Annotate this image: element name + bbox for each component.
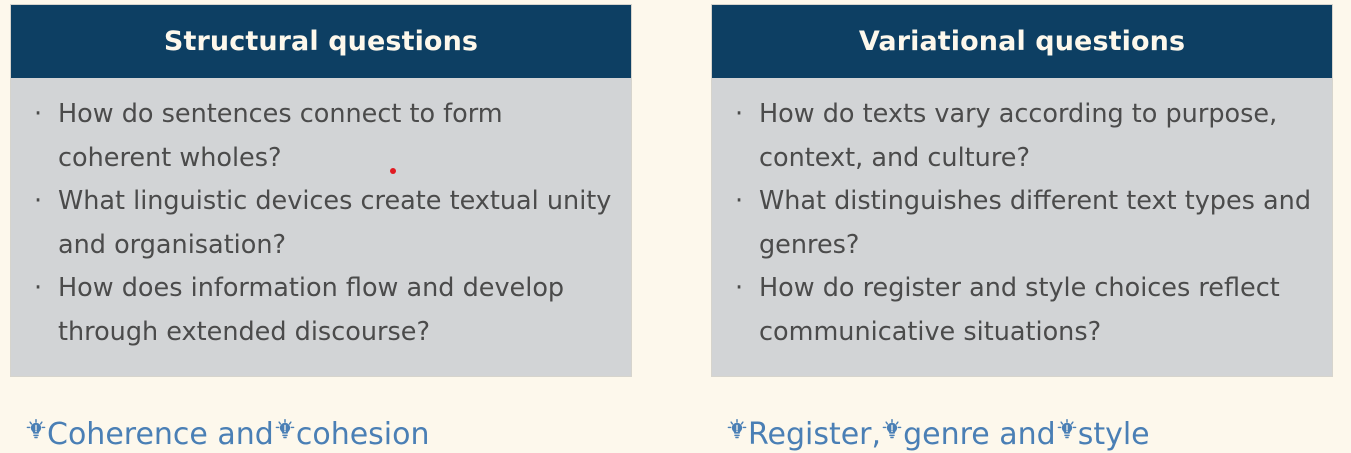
column-variational: Variational questions · How do texts var… [712,5,1332,451]
lightbulb-icon [1056,414,1078,444]
bullet-text: What distinguishes different text types … [759,186,1312,260]
card-body-variational: · How do texts vary according to purpose… [712,78,1332,376]
cursor-dot-marker [390,168,396,174]
caption-structural: Coherence and [11,414,631,451]
bullet-marker-icon: · [34,99,43,129]
caption-text-part: Register, [748,417,882,452]
card-structural: Structural questions · How do sentences … [11,5,631,376]
lightbulb-icon [726,414,748,444]
bullet-text: How do register and style choices reflec… [759,273,1280,347]
caption-variational: Register, [712,414,1332,451]
lightbulb-icon [881,414,903,444]
bullet-text: How do sentences connect to form coheren… [58,99,503,173]
bullet-item: · How does information flow and develop … [25,267,617,354]
bullet-marker-icon: · [34,186,43,216]
caption-text-part: cohesion [295,417,430,452]
bullet-list-variational: · How do texts vary according to purpose… [726,93,1318,354]
bullet-text: What linguistic devices create textual u… [58,186,612,260]
bullet-item: · What distinguishes different text type… [726,180,1318,267]
bullet-item: · How do sentences connect to form coher… [25,93,617,180]
card-title-variational: Variational questions [858,25,1186,57]
card-variational: Variational questions · How do texts var… [712,5,1332,376]
card-body-structural: · How do sentences connect to form coher… [11,78,631,376]
bullet-marker-icon: · [735,99,744,129]
card-header-structural: Structural questions [11,5,631,78]
caption-text-part: genre and [903,417,1056,452]
lightbulb-icon [274,414,296,444]
caption-text-part: style [1077,417,1150,452]
card-header-variational: Variational questions [712,5,1332,78]
bullet-list-structural: · How do sentences connect to form coher… [25,93,617,354]
bullet-marker-icon: · [735,273,744,303]
bullet-item: · What linguistic devices create textual… [25,180,617,267]
bullet-marker-icon: · [34,273,43,303]
caption-text-part: Coherence and [47,417,274,452]
bullet-item: · How do texts vary according to purpose… [726,93,1318,180]
bullet-marker-icon: · [735,186,744,216]
card-title-structural: Structural questions [163,25,479,57]
bullet-item: · How do register and style choices refl… [726,267,1318,354]
lightbulb-icon [25,414,47,444]
bullet-text: How does information flow and develop th… [58,273,565,347]
bullet-text: How do texts vary according to purpose, … [759,99,1278,173]
column-structural: Structural questions · How do sentences … [11,5,631,451]
